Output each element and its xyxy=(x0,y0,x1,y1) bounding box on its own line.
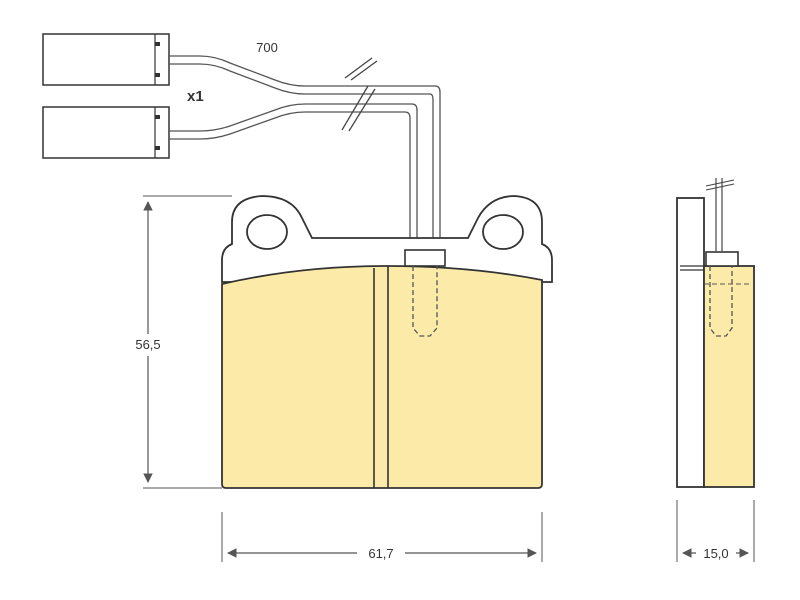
connector-top xyxy=(42,33,170,86)
brake-pad-side-view xyxy=(676,178,755,488)
mount-hole-left xyxy=(246,214,288,250)
thickness-label: 15,0 xyxy=(703,546,728,561)
height-label: 56,5 xyxy=(135,337,160,352)
side-backing-plate xyxy=(676,197,705,488)
width-label: 61,7 xyxy=(368,546,393,561)
sensor-connectors xyxy=(42,33,170,159)
wear-sensor-housing xyxy=(404,249,446,267)
brake-pad-front-view xyxy=(221,195,553,489)
side-friction-lining xyxy=(703,265,755,488)
sensor-wires xyxy=(169,55,441,250)
wire-length-label: 700 xyxy=(256,40,278,55)
friction-lining xyxy=(221,265,543,489)
backing-plate xyxy=(221,195,553,283)
mount-hole-right xyxy=(482,214,524,250)
quantity-label: x1 xyxy=(187,88,204,105)
connector-bottom xyxy=(42,106,170,159)
side-sensor-housing xyxy=(705,251,739,267)
